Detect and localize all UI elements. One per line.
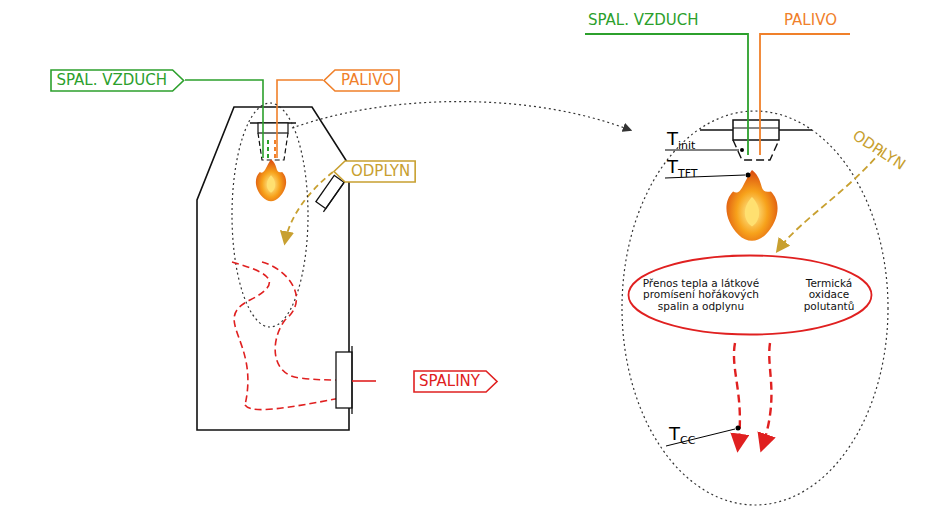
- tag-text: SPALINY: [419, 370, 498, 393]
- subscript: TFT: [678, 168, 698, 179]
- temperature-symbol: T: [667, 158, 678, 176]
- subscript: init: [678, 140, 695, 151]
- tag-box: PALIVO: [323, 69, 400, 92]
- tag-text: ODPLYN: [351, 160, 416, 183]
- stream-label: ODPLYN: [850, 128, 908, 173]
- tag-box: SPAL. VZDUCH: [50, 69, 185, 92]
- tag-text: PALIVO: [341, 69, 400, 92]
- temperature-symbol: T: [669, 425, 680, 443]
- stream-label: SPAL. VZDUCH: [588, 13, 699, 28]
- subscript: CC: [680, 435, 695, 446]
- tag-box: SPALINY: [413, 370, 498, 393]
- stream-label: PALIVO: [784, 13, 837, 28]
- tag-text: SPAL. VZDUCH: [56, 69, 185, 92]
- temperature-symbol: T: [667, 130, 678, 148]
- process-ellipse: Přenos tepla a látkové promísení hořákov…: [627, 254, 873, 336]
- process-text: Termická oxidace polutantů: [791, 278, 867, 311]
- tag-box: ODPLYN: [333, 160, 416, 183]
- process-text: Přenos tepla a látkové promísení hořákov…: [637, 278, 765, 311]
